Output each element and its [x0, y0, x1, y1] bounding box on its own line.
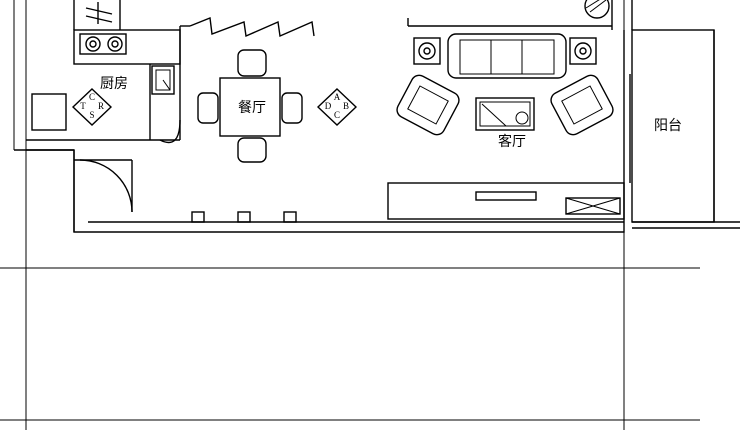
kitchen: C T R S 厨房 [31, 2, 181, 144]
kitchen-tag-icon: C T R S [71, 88, 113, 126]
balcony: 阳台 [631, 29, 740, 229]
kitchen-tag-bottom: S [89, 110, 94, 120]
living-label: 客厅 [498, 133, 526, 150]
wall-fixtures [191, 211, 297, 223]
dining-tag-right: B [343, 101, 349, 111]
fridge-icon [151, 65, 175, 95]
plant-icon [584, 0, 610, 19]
dining-table: 餐厅 [197, 49, 303, 163]
kitchen-label: 厨房 [100, 76, 128, 92]
dining-tag-icon: A D B C [316, 88, 358, 126]
balcony-label: 阳台 [654, 118, 682, 134]
entrance-door [74, 159, 133, 213]
sofa-icon [447, 33, 567, 79]
window-icon [31, 93, 67, 131]
dining-tag-left: D [325, 101, 332, 111]
stove-icon [79, 33, 127, 55]
coffee-table-icon [475, 97, 535, 131]
living-room: 客厅 [387, 0, 631, 220]
armchair-icon [396, 74, 614, 136]
stair-icon [85, 2, 113, 24]
window-icon [189, 17, 315, 38]
dining-tag-top: A [334, 92, 341, 102]
dining-label: 餐厅 [238, 100, 266, 116]
kitchen-tag-right: R [98, 101, 104, 111]
exterior-walls [14, 0, 633, 233]
kitchen-tag-top: C [89, 92, 95, 102]
dining-tag-bottom: C [334, 110, 340, 120]
chair-icon [197, 49, 303, 163]
side-table-icon [413, 37, 597, 65]
kitchen-tag-left: T [80, 101, 86, 111]
tv-cabinet-icon [387, 182, 625, 220]
